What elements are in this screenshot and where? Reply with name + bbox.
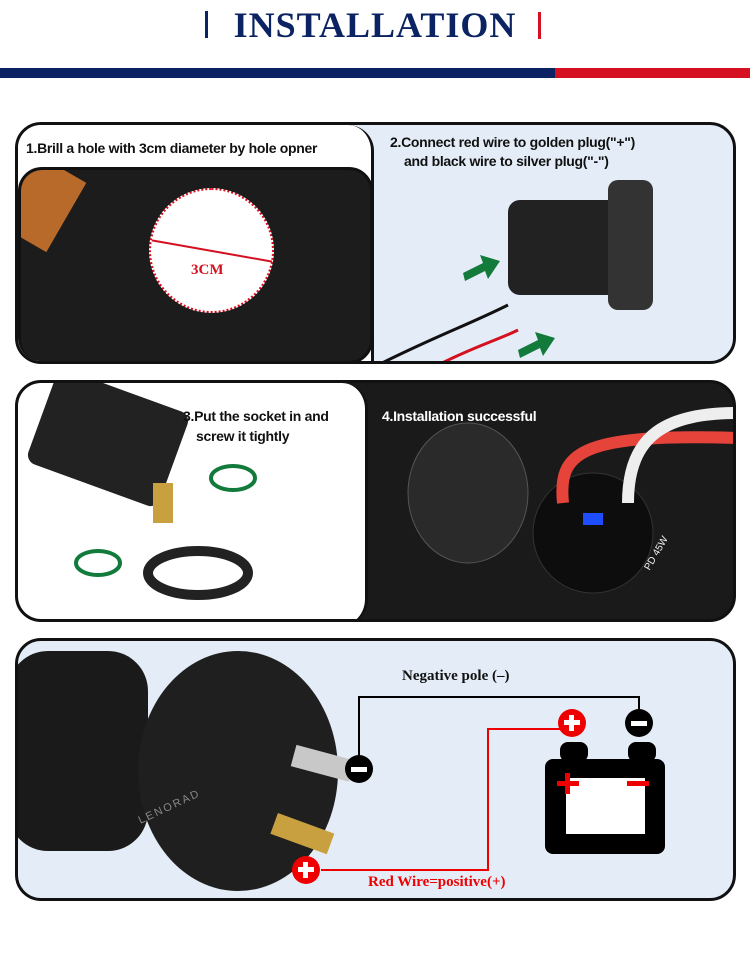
step-row-1: 1.Brill a hole with 3cm diameter by hole… xyxy=(15,122,736,364)
step-3-caption-line1: 3.Put the socket in and xyxy=(183,408,329,424)
socket-cap xyxy=(138,651,338,891)
black-wire xyxy=(382,303,509,361)
step-1-panel: 1.Brill a hole with 3cm diameter by hole… xyxy=(18,125,374,361)
silver-terminal xyxy=(290,744,355,782)
red-wire xyxy=(442,328,519,361)
step-4-photo xyxy=(407,407,733,594)
step-1-photo: 3CM xyxy=(18,167,373,361)
page-title: INSTALLATION xyxy=(233,5,517,45)
header-stripe-navy xyxy=(0,68,555,78)
dust-cover xyxy=(407,422,529,564)
negative-pole-label: Negative pole (–) xyxy=(402,668,510,684)
minus-icon xyxy=(625,709,653,737)
socket-body xyxy=(27,383,189,507)
rotate-arrow-icon xyxy=(209,464,257,492)
diameter-label: 3CM xyxy=(191,262,224,278)
installed-socket xyxy=(532,472,654,594)
drilled-hole xyxy=(149,188,274,313)
wiring-diagram: Negative pole (–) Red Wire=positive(+) L… xyxy=(15,638,736,901)
battery-icon xyxy=(545,742,665,854)
white-cable xyxy=(622,407,733,504)
step-row-2: 3.Put the socket in and screw it tightly… xyxy=(15,380,736,622)
minus-icon xyxy=(345,755,373,783)
step-4-caption: 4.Installation successful xyxy=(382,408,537,424)
rotate-arrow-icon xyxy=(74,549,122,577)
title-bar-right xyxy=(538,12,541,39)
green-arrow-icon xyxy=(518,332,555,358)
step-3-caption-line2: screw it tightly xyxy=(196,428,290,444)
positive-wire-label: Red Wire=positive(+) xyxy=(368,874,506,890)
green-arrow-icon xyxy=(463,255,500,281)
wiring-illustration xyxy=(18,651,665,891)
plus-icon xyxy=(558,709,586,737)
lock-nut xyxy=(143,546,253,600)
step-2-caption-line2: and black wire to silver plug("-") xyxy=(404,153,609,169)
negative-wire xyxy=(358,696,640,769)
gold-terminal xyxy=(153,483,173,523)
step-2-caption-line1: 2.Connect red wire to golden plug("+") xyxy=(390,134,635,150)
socket-body xyxy=(508,200,628,295)
plus-icon xyxy=(292,856,320,884)
step-3-panel: 3.Put the socket in and screw it tightly xyxy=(18,383,368,619)
step-1-caption: 1.Brill a hole with 3cm diameter by hole… xyxy=(26,140,318,156)
red-cable xyxy=(556,431,733,504)
header-stripe-red xyxy=(555,68,750,78)
gold-terminal xyxy=(270,813,335,855)
step-3-illustration xyxy=(27,383,257,600)
voltmeter-display xyxy=(583,513,603,525)
socket-flange xyxy=(608,180,653,310)
positive-wire xyxy=(321,728,572,871)
socket-rear xyxy=(18,651,148,851)
title-bar-left xyxy=(205,11,208,38)
step-2-illustration xyxy=(382,180,653,361)
